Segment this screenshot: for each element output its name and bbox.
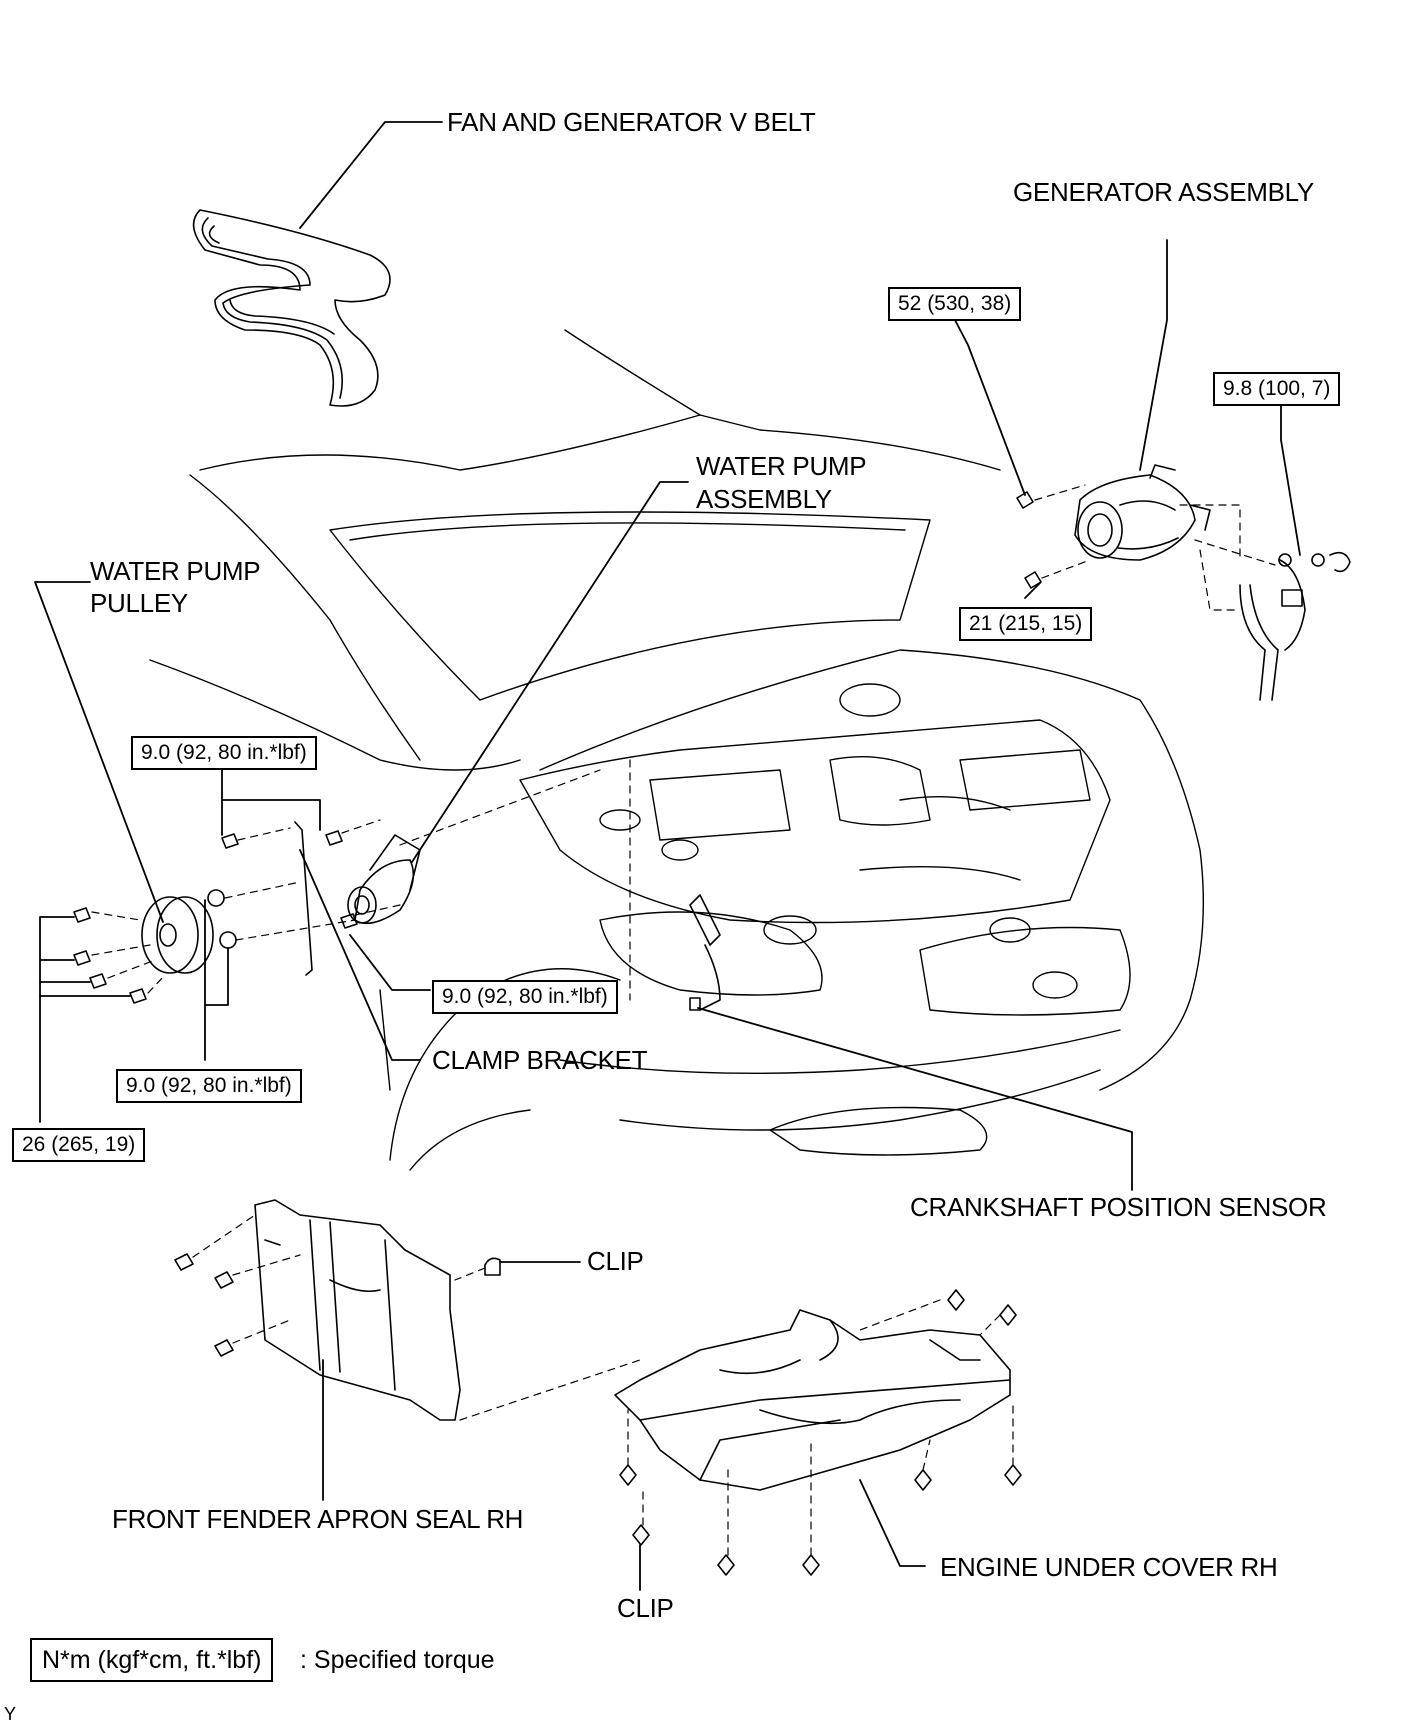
label-engine-under-cover-rh: ENGINE UNDER COVER RH [940, 1552, 1278, 1582]
label-crankshaft-position-sensor: CRANKSHAFT POSITION SENSOR [910, 1192, 1327, 1222]
fender-apron-seal-drawing [174, 1199, 501, 1421]
legend-description: : Specified torque [300, 1646, 495, 1674]
label-clip-upper: CLIP [587, 1246, 644, 1276]
label-water-pump-assembly-line1: WATER PUMP [696, 451, 867, 481]
torque-box-water-pump-stud: 9.0 (92, 80 in.*lbf) [432, 980, 618, 1014]
label-water-pump-assembly-line2: ASSEMBLY [696, 484, 832, 514]
v-belt-drawing [192, 209, 391, 407]
under-cover-dashed-guides [627, 1299, 1014, 1556]
label-generator-assembly: GENERATOR ASSEMBLY [1013, 177, 1314, 207]
leader-lines [34, 121, 1301, 1591]
generator-dashed-guides [1034, 484, 1276, 611]
engine-under-cover-drawing [614, 1289, 1022, 1576]
torque-box-water-pump-lower: 9.0 (92, 80 in.*lbf) [116, 1069, 302, 1103]
generator-drawing [1016, 464, 1351, 701]
crankshaft-sensor-drawing [689, 894, 721, 1011]
legend-torque-unit-box: N*m (kgf*cm, ft.*lbf) [30, 1638, 274, 1682]
torque-box-water-pump-pulley: 26 (265, 19) [12, 1128, 146, 1162]
torque-box-generator-upper: 52 (530, 38) [888, 287, 1022, 321]
label-fan-and-generator-v-belt: FAN AND GENERATOR V BELT [447, 107, 816, 137]
vehicle-outline [149, 329, 1205, 1171]
torque-box-water-pump-upper: 9.0 (92, 80 in.*lbf) [131, 736, 317, 770]
label-water-pump-pulley-line1: WATER PUMP [90, 556, 261, 586]
fender-seal-dashed-guides [192, 1214, 641, 1421]
label-water-pump-pulley-line2: PULLEY [90, 588, 188, 618]
label-clamp-bracket: CLAMP BRACKET [432, 1045, 648, 1075]
torque-box-generator-lower: 21 (215, 15) [959, 607, 1093, 641]
label-front-fender-apron-seal-rh: FRONT FENDER APRON SEAL RH [112, 1504, 524, 1534]
water-pump-dashed-guides [91, 759, 631, 1001]
label-clip-lower: CLIP [617, 1593, 674, 1623]
figure-code: Y [4, 1704, 17, 1724]
torque-box-generator-terminal: 9.8 (100, 7) [1213, 372, 1341, 406]
